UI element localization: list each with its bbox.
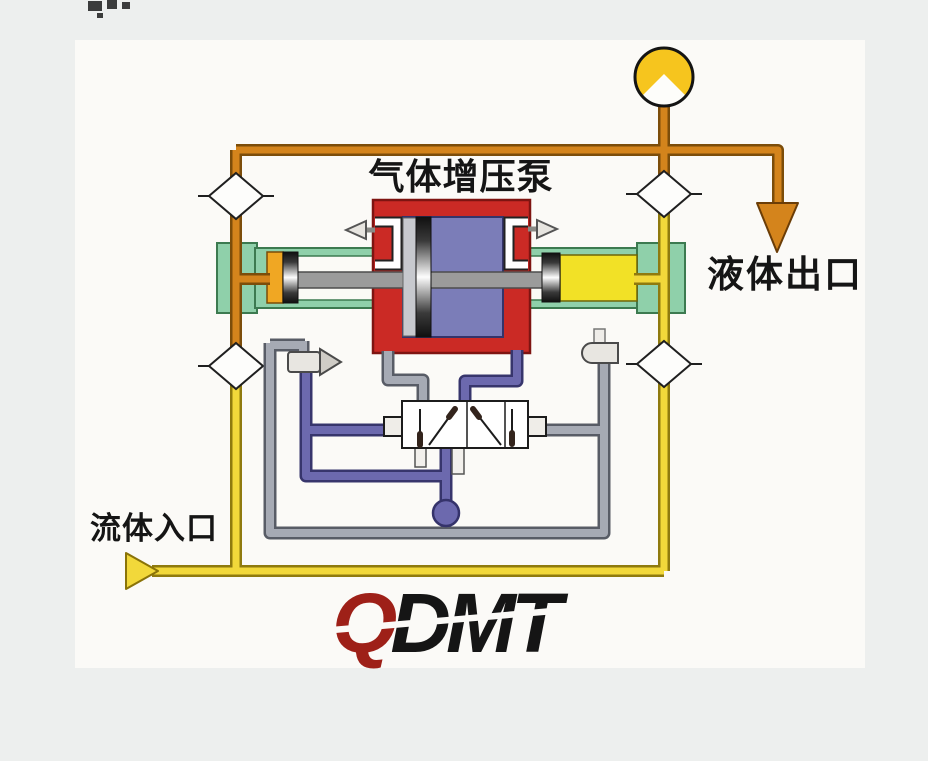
right-muffler-icon: [581, 328, 619, 364]
logo-slash: [318, 601, 632, 635]
check-valve-bottom-right: [626, 339, 702, 389]
check-valves: [198, 169, 702, 391]
valve-port-tab: [451, 447, 465, 475]
inlet-suction-circuit: [125, 190, 670, 590]
valve-flow-arrowheads: [417, 406, 515, 448]
diagram-title: 气体增压泵: [368, 156, 553, 197]
pilot-actuator: [431, 498, 461, 528]
left-air-port-channel: [375, 218, 401, 269]
check-valve-top-right: [626, 169, 702, 219]
pressure-gauge-icon: [633, 46, 695, 108]
check-valve-bottom-left: [198, 341, 274, 391]
pistons: [266, 216, 561, 338]
valve-flow-paths: [419, 408, 513, 446]
pilot-purple-circuit: [299, 350, 524, 528]
valve-right-cap: [527, 416, 547, 437]
air-piston: [415, 216, 432, 338]
left-muffler-icon: [287, 347, 343, 377]
air-piston-backplate: [402, 217, 417, 337]
valve-left-cap: [383, 416, 403, 437]
right-air-port-channel: [505, 218, 528, 269]
valve-position-dividers: [466, 401, 506, 448]
valve-port-tab: [414, 447, 427, 468]
left-liquid-piston: [282, 251, 299, 304]
outlet-pressure-circuit: [230, 106, 799, 358]
exhaust-arrows: [343, 218, 560, 241]
gray-pipe: [266, 341, 608, 537]
yellow-pipe: [152, 190, 668, 575]
orange-pipe: [232, 106, 782, 358]
inlet-label: 流体入口: [90, 511, 218, 546]
purple-pipe: [302, 350, 521, 502]
right-exhaust-arrow-icon: [536, 218, 560, 240]
inlet-arrow: [125, 552, 159, 590]
logo-qdmt: QDMT: [318, 576, 632, 670]
scan-artifact: [88, 0, 130, 18]
mufflers: [287, 328, 619, 377]
check-valve-top-left: [198, 171, 274, 221]
exhaust-gray-circuit: [263, 338, 611, 540]
right-liquid-piston: [541, 252, 561, 303]
gauge-needle-wedge: [642, 74, 686, 107]
directional-valve: [383, 400, 547, 475]
outlet-label: 液体出口: [707, 254, 863, 295]
outlet-arrow: [756, 202, 799, 253]
right-liquid-chamber: [559, 254, 638, 302]
left-exhaust-arrow-icon: [343, 219, 367, 241]
